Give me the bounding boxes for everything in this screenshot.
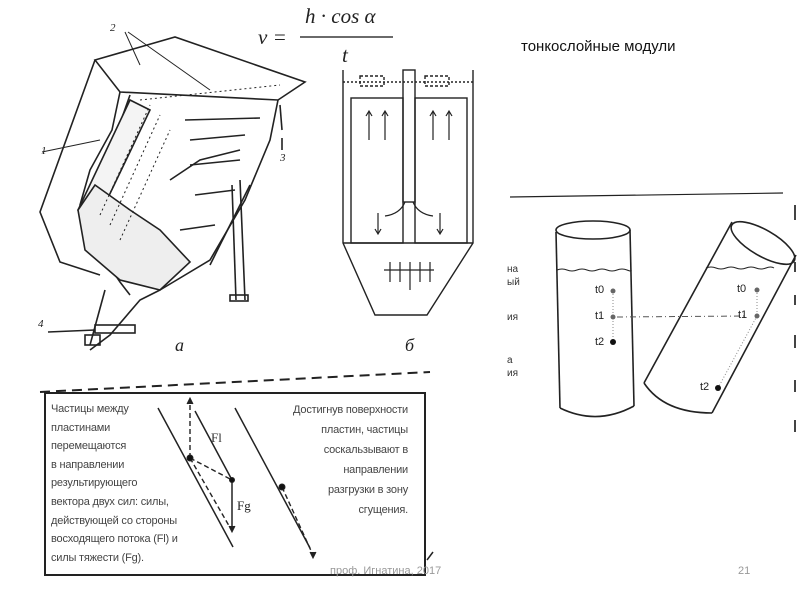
footer-author: проф. Игнатина, 2017 xyxy=(330,565,442,577)
text-line: пластинами xyxy=(51,421,111,434)
caption-a: а xyxy=(175,335,184,355)
force-left-text: Частицы между пластинами перемещаются в … xyxy=(51,400,178,567)
fg-label: Fg xyxy=(237,498,251,513)
heading: тонкослойные модули xyxy=(521,38,676,55)
text-line: вектора двух сил: силы, xyxy=(51,495,169,508)
cut-text: ия xyxy=(507,312,519,323)
cut-text: ия xyxy=(507,368,519,379)
text-line: разгрузки в зону xyxy=(327,484,408,496)
label-2: 2 xyxy=(110,22,116,34)
cut-text: ый xyxy=(507,277,520,288)
text-line: действующей со стороны xyxy=(51,514,177,527)
settler-section-drawing xyxy=(342,69,474,316)
left-t1: t1 xyxy=(595,310,605,322)
text-line: направлении xyxy=(343,464,408,476)
text-line: восходящего потока (Fl) и xyxy=(51,533,178,546)
page-number: 21 xyxy=(738,565,751,577)
text-line: в направлении xyxy=(51,458,125,471)
text-line: Достигнув поверхности xyxy=(293,404,408,416)
right-t0: t0 xyxy=(737,283,747,295)
label-1: 1 xyxy=(41,145,47,157)
formula-lhs: v = xyxy=(258,25,287,49)
label-4: 4 xyxy=(38,318,44,330)
cut-text: а xyxy=(507,355,513,366)
left-t0: t0 xyxy=(595,284,605,296)
cut-text: на xyxy=(507,264,519,275)
text-line: перемещаются xyxy=(51,440,127,453)
text-line: пластин, частицы xyxy=(321,424,408,436)
label-3: 3 xyxy=(280,152,286,164)
apparatus-drawing xyxy=(39,31,307,351)
text-line: Частицы между xyxy=(51,403,129,415)
caption-b: б xyxy=(405,335,415,355)
formula-denominator: t xyxy=(342,43,348,67)
cylinders-drawing xyxy=(509,192,797,432)
force-diagram xyxy=(39,371,434,576)
fl-label: Fl xyxy=(211,430,222,445)
text-line: соскальзывают в xyxy=(323,444,408,456)
right-t2: t2 xyxy=(700,381,710,393)
force-right-text: Достигнув поверхности пластин, частицы с… xyxy=(250,400,408,520)
formula-numerator: h · cos α xyxy=(305,4,376,28)
text-line: силы тяжести (Fg). xyxy=(51,551,144,564)
left-t2: t2 xyxy=(595,336,605,348)
right-t1: t1 xyxy=(738,309,748,321)
text-line: результирующего xyxy=(51,477,138,490)
text-line: сгущения. xyxy=(358,504,409,516)
